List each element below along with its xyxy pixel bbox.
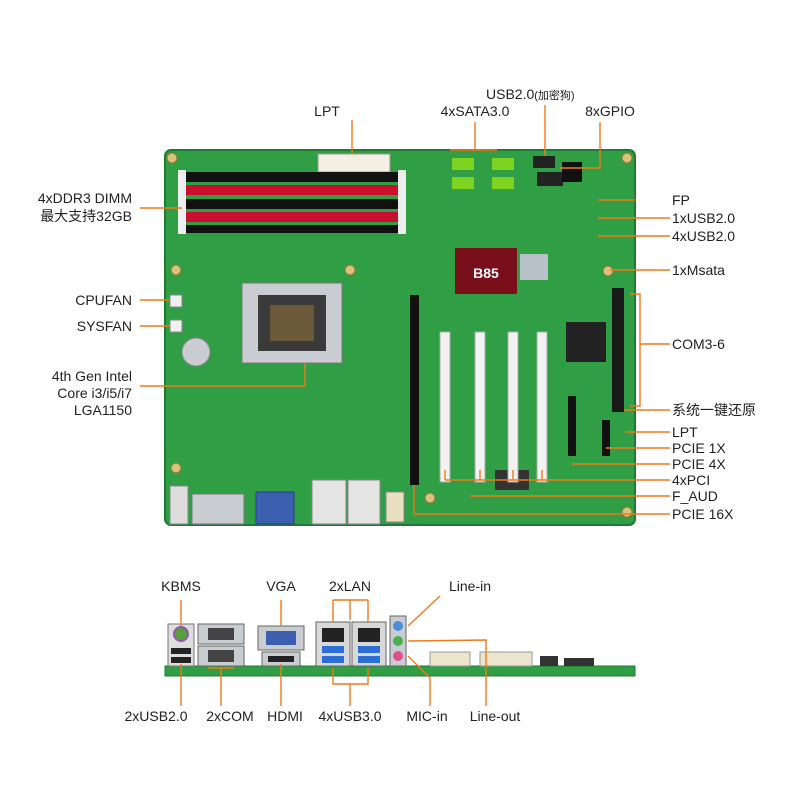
label-com36: COM3-6 bbox=[672, 336, 725, 352]
label-micin: MIC-in bbox=[406, 708, 448, 724]
label-cpu-line1: 4th Gen Intel bbox=[51, 368, 132, 384]
label-linein: Line-in bbox=[448, 578, 492, 594]
label-fp: FP bbox=[672, 192, 690, 208]
label-usb4: 4xUSB2.0 bbox=[672, 228, 736, 244]
pcb-edge bbox=[164, 665, 636, 677]
label-lpt-top: LPT bbox=[314, 103, 340, 119]
chipset bbox=[455, 248, 517, 294]
label-pci4: 4xPCI bbox=[672, 472, 711, 488]
sata-ports bbox=[452, 158, 514, 189]
label-lpt-right: LPT bbox=[672, 424, 698, 440]
chipset-label: B85 bbox=[473, 265, 499, 281]
label-usb-dongle-note: (加密狗) bbox=[534, 90, 575, 102]
label-msata: 1xMsata bbox=[672, 262, 725, 278]
label-usb3: 4xUSB3.0 bbox=[318, 708, 382, 724]
board-top-view: B85 bbox=[164, 149, 636, 526]
label-pcie4x: PCIE 4X bbox=[672, 456, 726, 472]
label-ddr-line1: 4xDDR3 DIMM bbox=[37, 190, 132, 206]
label-cpufan: CPUFAN bbox=[75, 292, 132, 308]
label-gpio: 8xGPIO bbox=[585, 103, 635, 119]
board-rear-io bbox=[169, 479, 405, 525]
label-sysfan: SYSFAN bbox=[76, 318, 132, 334]
label-cpu-line3: LGA1150 bbox=[73, 402, 132, 418]
label-faud: F_AUD bbox=[672, 488, 718, 504]
label-ddr-line2: 最大支持32GB bbox=[40, 208, 132, 224]
label-pcie1x: PCIE 1X bbox=[672, 440, 726, 456]
label-restore: 系统一键还原 bbox=[672, 402, 756, 418]
label-usb-dongle: USB2.0(加密狗) bbox=[486, 86, 575, 104]
label-usb2: 2xUSB2.0 bbox=[124, 708, 188, 724]
rear-io-view bbox=[164, 615, 636, 677]
label-com: 2xCOM bbox=[206, 708, 254, 724]
leader-lines-top bbox=[140, 105, 670, 515]
cmos-battery bbox=[181, 337, 211, 367]
label-cpu-line2: Core i3/i5/i7 bbox=[57, 385, 132, 401]
label-usb-dongle-main: USB2.0 bbox=[486, 86, 535, 102]
label-pcie16x: PCIE 16X bbox=[672, 506, 734, 522]
dimm-slots bbox=[178, 170, 406, 234]
label-sata: 4xSATA3.0 bbox=[440, 103, 510, 119]
label-hdmi: HDMI bbox=[267, 708, 303, 724]
label-usb1: 1xUSB2.0 bbox=[672, 210, 736, 226]
pci-slots bbox=[439, 331, 548, 483]
label-lineout: Line-out bbox=[469, 708, 521, 724]
label-vga: VGA bbox=[266, 578, 296, 594]
label-lan: 2xLAN bbox=[328, 578, 372, 594]
lpt-header bbox=[317, 153, 391, 173]
pcie16x-slot bbox=[410, 295, 419, 485]
label-kbms: KBMS bbox=[161, 578, 201, 594]
cpu-socket bbox=[241, 282, 343, 364]
leader-lines-bottom bbox=[180, 595, 487, 706]
